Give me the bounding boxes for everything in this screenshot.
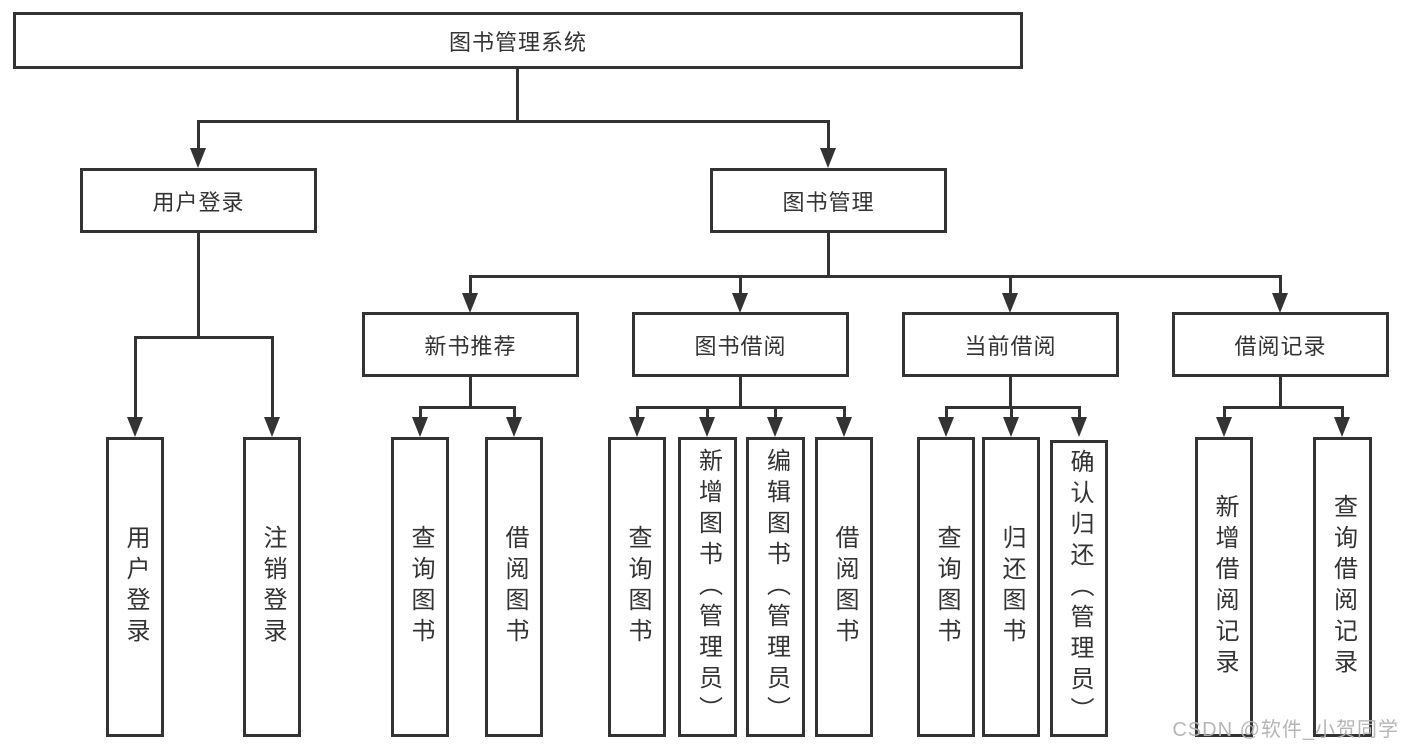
- arrowhead-icon: [462, 293, 478, 313]
- arrowhead-icon: [938, 417, 954, 437]
- connector-line: [739, 275, 742, 297]
- node-user-login: 用户登录: [80, 168, 317, 233]
- connector-line: [827, 233, 830, 278]
- leaf-label: 查询图书: [624, 525, 651, 649]
- leaf-borrow-books-2: 借阅图书: [815, 437, 873, 737]
- leaf-label: 查询图书: [407, 525, 434, 649]
- leaf-label: 借阅图书: [501, 525, 528, 649]
- connector-line: [469, 275, 472, 297]
- arrowhead-icon: [732, 293, 748, 313]
- leaf-query-books-3: 查询图书: [917, 437, 975, 737]
- connector-line: [1223, 406, 1226, 420]
- leaf-logout: 注销登录: [243, 437, 301, 737]
- connector-line: [827, 120, 830, 152]
- node-label: 图书借阅: [694, 333, 787, 359]
- connector-line: [1279, 275, 1282, 297]
- leaf-add-books-admin: 新增图书（管理员）: [678, 437, 737, 737]
- connector-line: [636, 406, 639, 420]
- leaf-label: 新增图书（管理员）: [694, 447, 722, 727]
- connector-line: [774, 406, 777, 420]
- node-label: 借阅记录: [1234, 333, 1327, 359]
- csdn-watermark: CSDN @软件_小贺同学: [1172, 719, 1399, 741]
- connector-line: [1341, 406, 1344, 420]
- connector-line: [419, 406, 516, 409]
- node-new-book-recommendation: 新书推荐: [362, 312, 579, 377]
- arrowhead-icon: [1071, 417, 1087, 437]
- arrowhead-icon: [699, 417, 715, 437]
- arrowhead-icon: [506, 417, 522, 437]
- arrowhead-icon: [767, 417, 783, 437]
- leaf-return-books: 归还图书: [982, 437, 1040, 737]
- connector-line: [419, 406, 422, 420]
- leaf-confirm-return-admin: 确认归还（管理员）: [1050, 440, 1108, 737]
- leaf-borrow-books-1: 借阅图书: [485, 437, 543, 737]
- connector-line: [134, 336, 274, 339]
- connector-line: [516, 69, 519, 122]
- connector-line: [513, 406, 516, 420]
- node-label: 图书管理系统: [448, 29, 587, 55]
- connector-line: [636, 406, 846, 409]
- arrowhead-icon: [629, 417, 645, 437]
- leaf-label: 确认归还（管理员）: [1066, 449, 1093, 728]
- arrowhead-icon: [1216, 417, 1232, 437]
- connector-line: [706, 406, 709, 420]
- connector-line: [197, 120, 200, 152]
- leaf-label: 新增借阅记录: [1211, 494, 1238, 680]
- arrowhead-icon: [1272, 293, 1288, 313]
- node-label: 图书管理: [782, 189, 875, 215]
- connector-line: [739, 377, 742, 409]
- leaf-query-borrow-record: 查询借阅记录: [1313, 437, 1372, 737]
- node-label: 当前借阅: [964, 333, 1057, 359]
- node-borrowing-records: 借阅记录: [1172, 312, 1389, 377]
- leaf-label: 用户登录: [122, 525, 149, 649]
- node-book-borrowing: 图书借阅: [632, 312, 849, 377]
- node-label: 新书推荐: [424, 333, 517, 359]
- leaf-label: 查询图书: [933, 525, 960, 649]
- arrowhead-icon: [820, 148, 836, 168]
- connector-line: [469, 275, 1282, 278]
- connector-line: [1279, 377, 1282, 409]
- leaf-user-login: 用户登录: [106, 437, 164, 737]
- arrowhead-icon: [264, 417, 280, 437]
- arrowhead-icon: [190, 148, 206, 168]
- leaf-label: 查询借阅记录: [1329, 494, 1357, 680]
- leaf-label: 注销登录: [259, 525, 286, 649]
- connector-line: [1223, 406, 1344, 409]
- arrowhead-icon: [1002, 293, 1018, 313]
- connector-line: [1010, 406, 1013, 420]
- connector-line: [945, 406, 1081, 409]
- leaf-add-borrow-record: 新增借阅记录: [1195, 437, 1253, 737]
- connector-line: [1078, 406, 1081, 420]
- leaf-label: 归还图书: [998, 525, 1025, 649]
- arrowhead-icon: [836, 417, 852, 437]
- leaf-query-books-2: 查询图书: [608, 437, 666, 737]
- connector-line: [1009, 377, 1012, 409]
- connector-line: [469, 377, 472, 409]
- leaf-label: 借阅图书: [831, 525, 858, 649]
- node-current-borrowing: 当前借阅: [902, 312, 1119, 377]
- leaf-edit-books-admin: 编辑图书（管理员）: [746, 437, 805, 737]
- leaf-query-books-1: 查询图书: [391, 437, 449, 737]
- arrowhead-icon: [412, 417, 428, 437]
- connector-line: [197, 233, 200, 339]
- connector-line: [134, 336, 137, 420]
- arrowhead-icon: [1003, 417, 1019, 437]
- node-label: 用户登录: [152, 189, 245, 215]
- connector-line: [843, 406, 846, 420]
- connector-line: [1009, 275, 1012, 297]
- leaf-label: 编辑图书（管理员）: [762, 447, 790, 727]
- connector-line: [945, 406, 948, 420]
- arrowhead-icon: [1334, 417, 1350, 437]
- connector-line: [271, 336, 274, 420]
- node-book-management: 图书管理: [710, 168, 947, 233]
- node-library-management-system: 图书管理系统: [13, 12, 1023, 69]
- connector-line: [197, 120, 829, 123]
- arrowhead-icon: [127, 417, 143, 437]
